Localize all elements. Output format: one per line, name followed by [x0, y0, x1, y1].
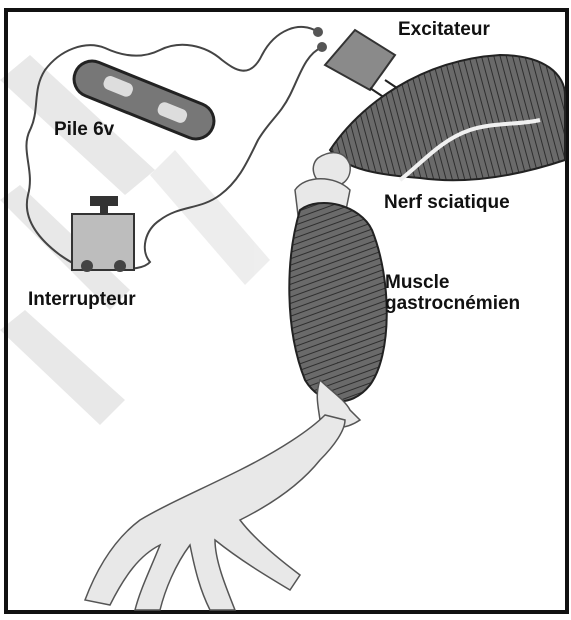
foot	[85, 415, 345, 610]
label-nerf-sciatique: Nerf sciatique	[384, 193, 510, 214]
label-muscle: Muscle gastrocnémien	[385, 273, 520, 315]
label-pile: Pile 6v	[54, 120, 114, 141]
wires	[26, 27, 322, 269]
label-muscle-line1: Muscle	[385, 273, 520, 294]
label-muscle-line2: gastrocnémien	[385, 294, 520, 315]
switch-icon	[72, 196, 134, 272]
label-interrupteur: Interrupteur	[28, 290, 136, 311]
gastrocnemius-muscle	[289, 203, 386, 401]
label-excitateur: Excitateur	[398, 20, 490, 41]
